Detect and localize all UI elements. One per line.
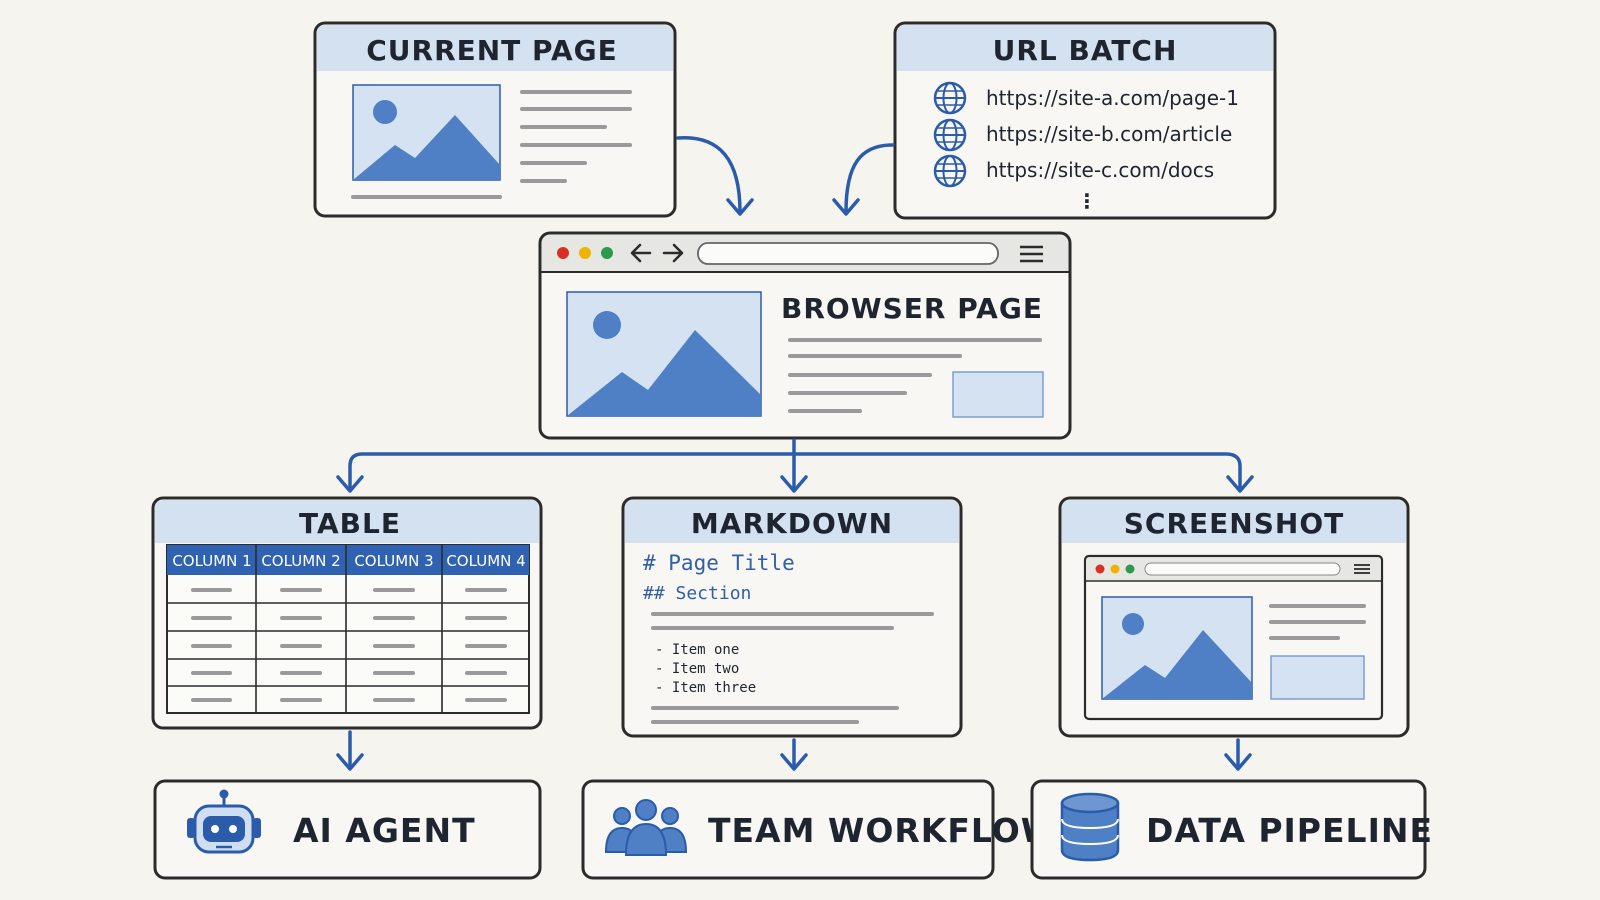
destination-label: AI AGENT: [293, 811, 476, 850]
menu-icon: [1354, 564, 1370, 574]
current-page-card: CURRENT PAGE: [313, 21, 677, 218]
url-link[interactable]: https://site-c.com/docs: [986, 158, 1214, 182]
destination-label: DATA PIPELINE: [1146, 811, 1433, 850]
table-cell-placeholders: [191, 588, 507, 702]
database-icon: [1060, 792, 1120, 862]
ai-agent-box: AI AGENT: [153, 779, 542, 880]
table-card: TABLE COLUMN 1 COLUMN 2 COLUMN 3 COLUMN …: [151, 496, 543, 730]
arrow-current-to-browser: [676, 136, 742, 214]
arrow-batch-to-browser: [844, 143, 895, 214]
screenshot-card: SCREENSHOT: [1058, 496, 1410, 738]
markdown-list-item: - Item three: [655, 680, 756, 696]
column-header: COLUMN 4: [446, 552, 525, 570]
menu-icon: [1020, 245, 1043, 263]
url-batch-card: URL BATCH https://site-a.com/page-1 http…: [893, 21, 1277, 220]
url-batch-title: URL BATCH: [993, 34, 1178, 67]
markdown-title: MARKDOWN: [691, 507, 893, 540]
team-workflow-box: TEAM WORKFLOW: [581, 779, 1058, 880]
table-header-row: [167, 545, 529, 575]
image-placeholder-icon: [566, 291, 762, 417]
minimize-dot: [579, 247, 591, 259]
column-header: COLUMN 3: [354, 552, 433, 570]
text-lines: [520, 90, 632, 183]
forward-icon: [662, 243, 684, 263]
back-icon: [630, 243, 652, 263]
table-title: TABLE: [299, 507, 401, 540]
markdown-subheading: ## Section: [643, 583, 751, 604]
image-placeholder-icon: [1101, 596, 1253, 700]
image-placeholder-icon: [352, 84, 501, 181]
maximize-dot: [601, 247, 613, 259]
data-pipeline-box: DATA PIPELINE: [1030, 779, 1433, 880]
markdown-heading: # Page Title: [643, 551, 795, 575]
team-icon: [604, 799, 688, 856]
current-page-title: CURRENT PAGE: [366, 34, 618, 67]
robot-icon: [187, 789, 261, 854]
globe-icon: [933, 118, 967, 152]
column-header: COLUMN 2: [261, 552, 340, 570]
url-link[interactable]: https://site-b.com/article: [986, 122, 1232, 146]
markdown-list-item: - Item two: [655, 661, 739, 677]
column-header: COLUMN 1: [172, 552, 251, 570]
close-dot: [557, 247, 569, 259]
url-link[interactable]: https://site-a.com/page-1: [986, 86, 1239, 110]
markdown-card: MARKDOWN # Page Title ## Section - Item …: [621, 496, 963, 738]
globe-icon: [933, 154, 967, 188]
address-bar: [697, 242, 999, 265]
more-indicator: ⋮: [1077, 189, 1097, 213]
browser-page-title: BROWSER PAGE: [781, 292, 1043, 325]
text-lines: [788, 338, 1042, 413]
browser-page-card: BROWSER PAGE: [538, 231, 1072, 440]
markdown-list-item: - Item one: [655, 642, 739, 658]
destination-label: TEAM WORKFLOW: [708, 811, 1058, 850]
content-block: [1270, 655, 1365, 700]
screenshot-title: SCREENSHOT: [1124, 507, 1344, 540]
content-block: [952, 371, 1044, 418]
globe-icon: [933, 81, 967, 115]
